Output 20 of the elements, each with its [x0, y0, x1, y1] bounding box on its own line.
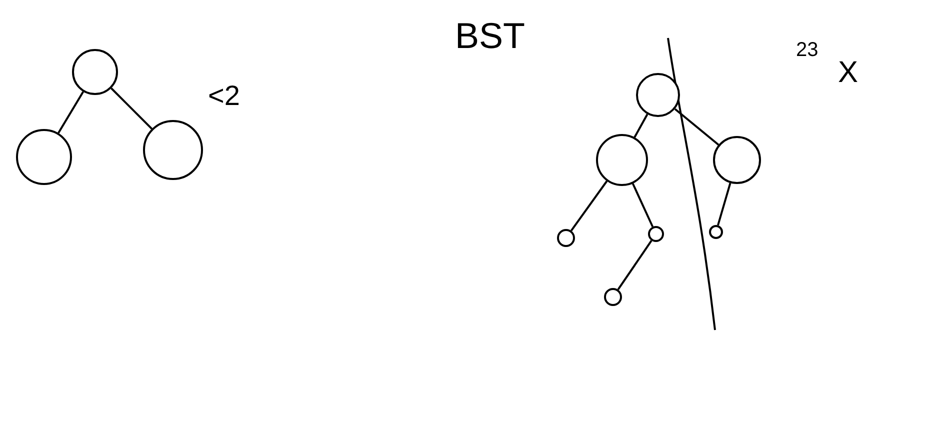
tree-node: [636, 73, 680, 117]
tree-node: [713, 136, 761, 184]
note-text: <2: [208, 82, 240, 110]
tree-edge: [617, 240, 652, 290]
tree-node: [604, 288, 622, 306]
note-text: X: [838, 58, 858, 88]
tree-node: [709, 225, 723, 239]
tree-edge: [632, 183, 654, 228]
tree-edge: [717, 182, 732, 226]
tree-edge: [570, 180, 608, 232]
tree-edge: [58, 91, 84, 134]
tree-node: [596, 134, 648, 186]
tree-edge: [634, 114, 648, 138]
tree-edge: [674, 108, 720, 146]
note-text: 23: [796, 40, 818, 60]
tree-edge: [110, 88, 152, 130]
tree-node: [72, 49, 118, 95]
tree-node: [648, 226, 664, 242]
title: BST: [455, 18, 526, 54]
tree-node: [557, 229, 575, 247]
